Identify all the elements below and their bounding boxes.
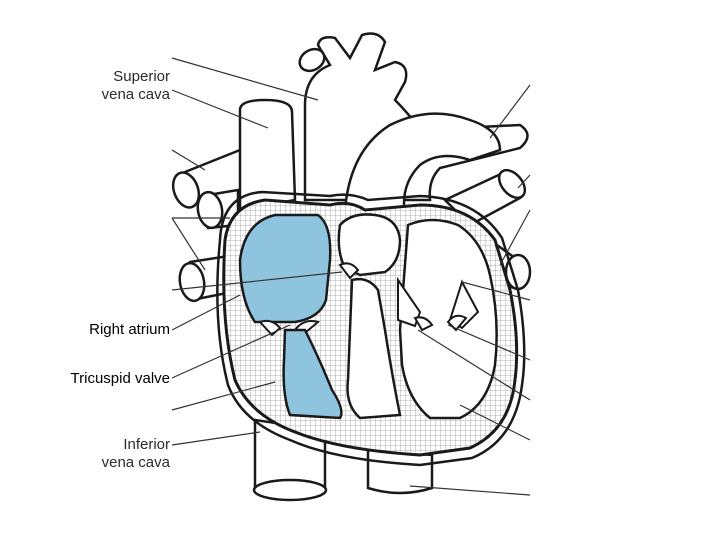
superior-vena-cava-label: Superior vena cava — [101, 68, 170, 103]
left-atrium-chamber — [337, 213, 402, 280]
right-atrium-label: Right atrium — [89, 321, 170, 338]
right-ventricle-chamber — [282, 328, 343, 420]
inferior-vena-cava-label: Inferior vena cava — [101, 436, 170, 471]
right-pulmonary-veins — [171, 148, 247, 303]
right-atrium-chamber — [238, 213, 332, 324]
tricuspid-valve-label: Tricuspid valve — [70, 370, 170, 387]
inferior-vena-cava-vessel — [252, 418, 328, 502]
aortic-outflow — [346, 277, 402, 420]
superior-vena-cava-vessel — [238, 98, 297, 212]
leader-lines — [171, 57, 531, 496]
left-ventricle-chamber — [397, 218, 498, 420]
pulmonary-trunk — [343, 112, 502, 217]
